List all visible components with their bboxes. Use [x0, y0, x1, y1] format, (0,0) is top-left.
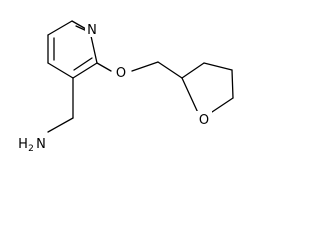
bond-thf-c3-c4	[203, 62, 233, 71]
bond-thf-c4-c5	[231, 69, 234, 99]
atom-amine-n: N	[36, 137, 46, 152]
atom-pyridine-n: N	[87, 23, 97, 38]
bond-ch2-n	[47, 117, 74, 133]
bond-c6-c5-inner	[73, 57, 93, 71]
structure-canvas: N O O H 2 N	[18, 20, 234, 154]
bond-c3-c2	[47, 20, 73, 36]
bond-n1-c6	[90, 35, 98, 64]
bond-thf-c5-o	[211, 97, 234, 113]
bond-c6-o	[96, 62, 112, 72]
atom-amine-h-count: 2	[28, 144, 34, 154]
bond-c2-n1-inner	[71, 20, 87, 30]
tetrahydrofuran-ring	[181, 62, 234, 116]
atom-labels: N O O H 2 N	[18, 21, 212, 154]
bond-ch2-thf	[157, 61, 183, 79]
molecule-diagram: N O O H 2 N	[18, 20, 234, 154]
bond-c5-c4	[47, 62, 74, 79]
bond-o-ch2	[131, 61, 159, 72]
atom-ether-o: O	[116, 66, 126, 81]
bond-thf-o-c2	[181, 77, 200, 116]
bond-c6-c5	[72, 62, 98, 79]
bond-thf-c2-c3	[181, 62, 205, 79]
atom-ring-o: O	[199, 113, 209, 128]
atom-amine-h: H	[18, 137, 28, 152]
pyridine-ring	[47, 20, 99, 79]
ether-linker	[96, 61, 183, 79]
aminomethyl-group	[47, 77, 74, 133]
